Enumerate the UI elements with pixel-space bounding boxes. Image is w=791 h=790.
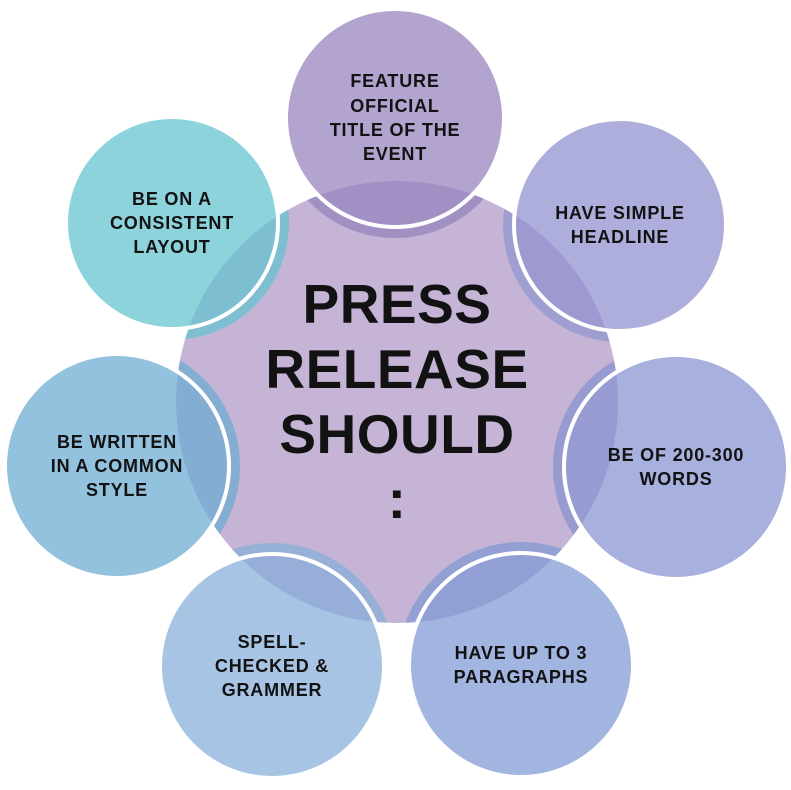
satellite-have-up-to-3-paragraphs-label: HAVE UP TO 3 PARAGRAPHS	[453, 642, 589, 687]
satellite-be-on-consistent-layout-label: BE ON A CONSISTENT LAYOUT	[109, 188, 234, 258]
satellite-feature-official-title-label: FEATURE OFFICIAL TITLE OF THE EVENT	[329, 71, 461, 165]
satellite-be-of-200-300-words: BE OF 200-300 WORDS	[562, 353, 790, 581]
satellite-be-written-common-style-label: BE WRITTEN IN A COMMON STYLE	[50, 431, 184, 501]
satellite-feature-official-title: FEATURE OFFICIAL TITLE OF THE EVENT	[284, 7, 506, 229]
satellite-be-on-consistent-layout: BE ON A CONSISTENT LAYOUT	[64, 115, 280, 331]
satellite-be-of-200-300-words-label: BE OF 200-300 WORDS	[607, 444, 745, 489]
satellite-have-up-to-3-paragraphs: HAVE UP TO 3 PARAGRAPHS	[407, 551, 635, 779]
satellite-spell-checked-grammer-label: SPELL- CHECKED & GRAMMER	[214, 631, 330, 701]
satellite-be-written-common-style: BE WRITTEN IN A COMMON STYLE	[3, 352, 231, 580]
satellite-spell-checked-grammer: SPELL- CHECKED & GRAMMER	[158, 552, 386, 780]
satellite-have-simple-headline: HAVE SIMPLE HEADLINE	[512, 117, 728, 333]
satellite-have-simple-headline-label: HAVE SIMPLE HEADLINE	[555, 202, 685, 247]
center-title: PRESS RELEASE SHOULD :	[265, 273, 529, 530]
